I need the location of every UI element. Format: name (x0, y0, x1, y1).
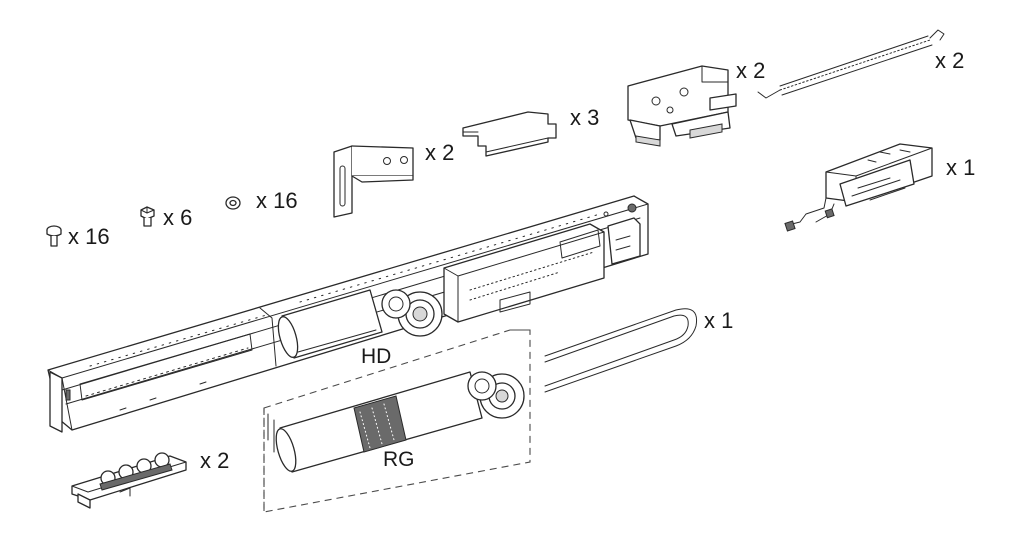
spring-icon (757, 29, 945, 99)
rg-motor-callout (263, 329, 531, 513)
drive-rail-assembly (47, 195, 649, 433)
clamp-bracket-icon (627, 65, 737, 147)
control-module-icon (784, 143, 933, 232)
mounting-plate-icon (462, 111, 557, 157)
carriage-icon (71, 452, 187, 509)
washer-icon (225, 196, 241, 210)
rg-motor-label: RG (383, 448, 415, 471)
bolt-icon (140, 206, 155, 227)
drive-belt-quantity: x 1 (704, 308, 733, 333)
screw-quantity: x 16 (68, 224, 110, 249)
spring-quantity: x 2 (935, 48, 964, 73)
screw-icon (46, 225, 62, 247)
control-module-quantity: x 1 (946, 155, 975, 180)
drive-belt-icon (544, 308, 698, 393)
clamp-bracket-quantity: x 2 (736, 58, 765, 83)
l-bracket-icon (333, 145, 414, 218)
l-bracket-quantity: x 2 (425, 140, 454, 165)
bolt-quantity: x 6 (163, 205, 192, 230)
mounting-plate-quantity: x 3 (570, 105, 599, 130)
washer-quantity: x 16 (256, 188, 298, 213)
carriage-quantity: x 2 (200, 448, 229, 473)
hd-motor-label: HD (361, 345, 391, 368)
